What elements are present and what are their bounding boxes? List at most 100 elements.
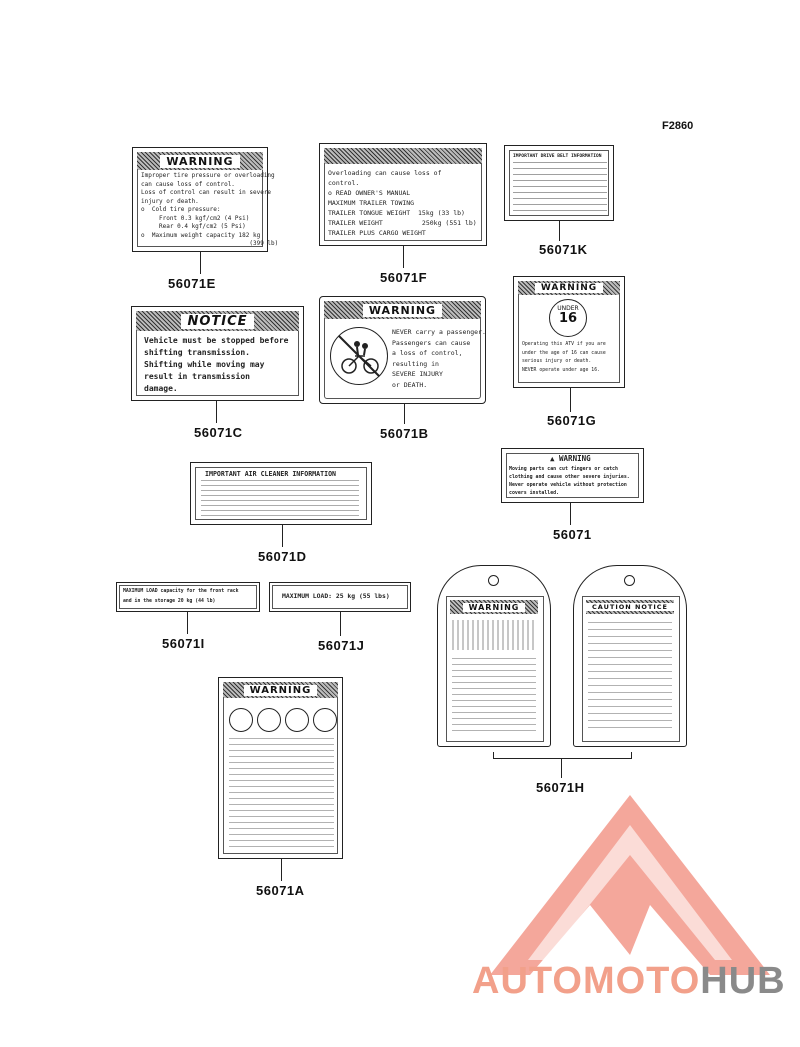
label-56071f: Overloading can cause loss of control. o R… <box>319 143 487 246</box>
label-line: Never operate vehicle without protection <box>509 482 627 488</box>
warning-heading: WARNING <box>160 154 240 168</box>
label-heading: IMPORTANT DRIVE BELT INFORMATION <box>513 154 602 159</box>
hazard-icons <box>452 620 536 650</box>
hazard-icon-3 <box>285 708 309 732</box>
bracket <box>493 752 632 759</box>
watermark-part2: HUB <box>700 960 786 1002</box>
label-line: TRAILER WEIGHT 250kg (551 lb) <box>328 219 477 227</box>
label-56071e: WARNING Improper tire pressure or overlo… <box>132 147 278 252</box>
label-line: SEVERE INJURY <box>392 370 443 378</box>
part-number-56071a[interactable]: 56071A <box>256 883 305 898</box>
caution-heading: CAUTION NOTICE <box>586 603 674 611</box>
label-56071j: MAXIMUM LOAD: 25 kg (55 lbs) <box>269 582 411 612</box>
watermark-logo-icon <box>490 795 770 975</box>
tag-caution: CAUTION NOTICE <box>573 565 687 747</box>
age-16-icon: UNDER 16 <box>549 299 587 337</box>
label-line: Operating this ATV if you are <box>522 342 606 347</box>
label-line: resulting in <box>392 359 439 368</box>
part-number-56071g[interactable]: 56071G <box>547 413 597 428</box>
label-56071g: WARNING UNDER 16 Operating this ATV if y… <box>513 276 625 388</box>
part-number-56071d[interactable]: 56071D <box>258 549 307 564</box>
part-number-56071j[interactable]: 56071J <box>318 638 365 653</box>
label-line: serious injury or death. <box>522 359 592 364</box>
tag-inner <box>582 596 680 742</box>
label-line: and in the storage 20 kg (44 lb) <box>123 599 216 604</box>
label-line: can cause loss of control. <box>141 180 235 188</box>
label-line: Shifting while moving may <box>144 360 265 369</box>
part-number-56071e[interactable]: 56071E <box>168 276 216 291</box>
label-line: (399 lb) <box>141 240 279 247</box>
label-56071b: WARNING NEVER carry a passenger. Passenge… <box>319 296 486 404</box>
warning-heading: WARNING <box>362 303 443 317</box>
warning-heading: ▲ WARNING <box>550 454 591 463</box>
label-line: clothing and cause other severe injuries… <box>509 474 630 480</box>
warning-heading: WARNING <box>243 684 318 696</box>
label-line: TRAILER TONGUE WEIGHT 15kg (33 lb) <box>328 209 465 217</box>
label-line: or DEATH. <box>392 380 428 389</box>
label-line: TRAILER PLUS CARGO WEIGHT <box>328 229 426 237</box>
warning-heading: WARNING <box>534 283 604 293</box>
part-number-56071i[interactable]: 56071I <box>162 636 205 651</box>
label-line: o Cold tire pressure: <box>141 206 221 213</box>
fine-print <box>201 480 359 516</box>
warning-heading: WARNING <box>462 602 526 612</box>
label-line: Loss of control can result in severe <box>141 189 272 196</box>
label-text: Overloading can cause loss of control. o R… <box>328 168 477 238</box>
label-line: under the age of 16 can cause <box>522 350 606 356</box>
part-number-56071b[interactable]: 56071B <box>380 426 429 441</box>
part-number-56071h[interactable]: 56071H <box>536 780 585 795</box>
label-text: NEVER carry a passenger. Passengers can c… <box>392 327 486 390</box>
label-56071i: MAXIMUM LOAD capacity for the front rack… <box>116 582 260 612</box>
label-text: MAXIMUM LOAD: 25 kg (55 lbs) <box>282 592 390 600</box>
figure-code: F2860 <box>662 120 694 132</box>
part-number-56071c[interactable]: 56071C <box>194 425 243 440</box>
label-line: covers installed. <box>509 490 560 496</box>
fine-print <box>452 658 536 732</box>
label-line: damage. <box>144 384 178 393</box>
fine-print <box>588 622 672 732</box>
hazard-icon-1 <box>229 708 253 732</box>
label-text: Moving parts can cut fingers or catch clo… <box>509 465 630 497</box>
label-text: Operating this ATV if you are under the a… <box>522 341 606 375</box>
label-line: Improper tire pressure or overloading <box>141 172 275 179</box>
notice-heading: NOTICE <box>181 313 254 329</box>
label-line: result in transmission <box>144 372 250 381</box>
label-56071a: WARNING <box>218 677 343 859</box>
label-line: Overloading can cause loss of <box>328 169 442 177</box>
age-caption: UNDER <box>557 305 579 312</box>
part-number-56071k[interactable]: 56071K <box>539 242 588 257</box>
label-line: Passengers can cause <box>392 338 471 347</box>
label-text: MAXIMUM LOAD capacity for the front rack… <box>123 587 239 607</box>
label-56071k: IMPORTANT DRIVE BELT INFORMATION <box>504 145 614 221</box>
no-passenger-icon <box>330 327 388 385</box>
part-number-56071[interactable]: 56071 <box>553 527 592 542</box>
label-text: Vehicle must be stopped before shifting t… <box>144 335 289 395</box>
label-line: MAXIMUM LOAD capacity for the front rack <box>123 589 239 594</box>
label-line: Vehicle must be stopped before <box>144 336 289 345</box>
label-line: NEVER carry a passenger. <box>392 328 486 336</box>
label-line: Moving parts can cut fingers or catch <box>509 466 618 472</box>
warning-triangle-icon: ▲ <box>550 454 560 463</box>
label-56071: ▲ WARNING Moving parts can cut fingers o… <box>501 448 644 503</box>
label-line: o READ OWNER'S MANUAL <box>328 189 411 197</box>
label-line: injury or death. <box>141 197 199 205</box>
label-line: NEVER operate under age 16. <box>522 367 600 373</box>
watermark-text: AUTOMOTOHUB <box>472 960 786 1003</box>
label-line: Front 0.3 kgf/cm2 (4 Psi) <box>141 214 250 222</box>
fine-print <box>229 738 334 848</box>
label-line: shifting transmission. <box>144 348 250 357</box>
hazard-icon-2 <box>257 708 281 732</box>
hazard-icon-4 <box>313 708 337 732</box>
tag-inner <box>446 596 544 742</box>
label-heading: IMPORTANT AIR CLEANER INFORMATION <box>205 470 337 478</box>
label-56071d: IMPORTANT AIR CLEANER INFORMATION <box>190 462 372 525</box>
label-line: control. <box>328 179 360 187</box>
warning-band: WARNING <box>137 152 263 170</box>
label-line: Rear 0.4 kgf/cm2 (5 Psi) <box>141 223 246 230</box>
fine-print <box>513 162 607 212</box>
label-line: a loss of control, <box>392 349 463 357</box>
label-56071c: NOTICE Vehicle must be stopped before shi… <box>131 306 304 401</box>
label-line: MAXIMUM TRAILER TOWING <box>328 199 415 207</box>
part-number-56071f[interactable]: 56071F <box>380 270 428 285</box>
